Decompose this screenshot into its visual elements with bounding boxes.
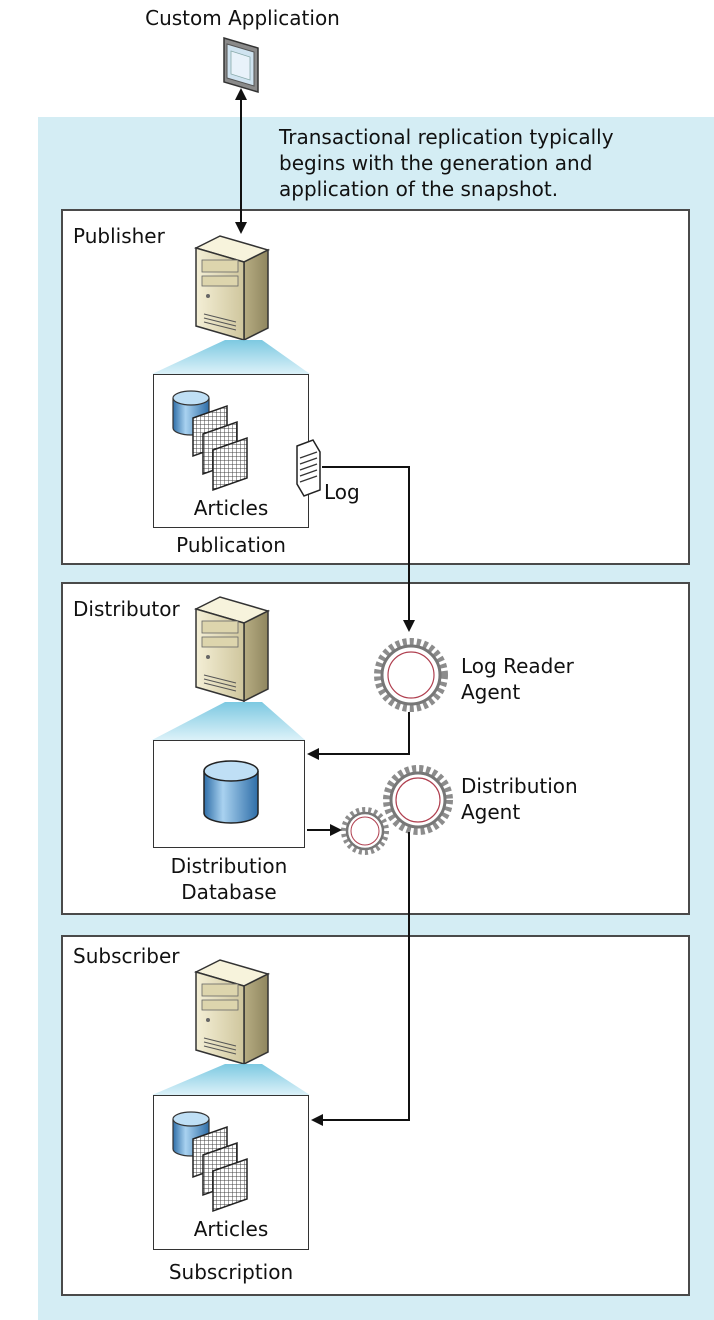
distribution-agent-line-2: Agent [461, 800, 521, 824]
log-reader-agent-line-2: Agent [461, 680, 521, 704]
publisher-server-icon [193, 235, 271, 342]
subscriber-beam [152, 1064, 310, 1095]
log-reader-agent-line-1: Log Reader [461, 654, 574, 678]
distribution-agent-line-1: Distribution [461, 774, 578, 798]
custom-application-label: Custom Application [145, 6, 340, 30]
publisher-title: Publisher [73, 224, 165, 248]
distribution-database-line-1: Distribution [170, 854, 288, 878]
monitor-icon [223, 36, 259, 94]
distribution-agent-small-gear-icon [341, 807, 389, 855]
subscriber-articles-label: Articles [193, 1217, 269, 1241]
distributor-server-icon [193, 596, 271, 703]
publisher-beam [152, 340, 310, 374]
publisher-articles-label: Articles [193, 496, 269, 520]
log-label: Log [324, 480, 360, 504]
subscription-label: Subscription [168, 1260, 294, 1284]
log-document-icon [296, 439, 321, 497]
log-reader-to-database-arrow [307, 712, 410, 760]
distribution-database-line-2: Database [181, 880, 277, 904]
log-reader-agent-gear-icon [374, 638, 448, 712]
distribution-agent-large-gear-icon [383, 765, 453, 835]
subscriber-articles-icon [172, 1111, 248, 1213]
distributor-title: Distributor [73, 597, 180, 621]
distribution-agent-to-subscription-arrow [311, 832, 410, 1126]
distribution-database-icon [203, 760, 259, 824]
publisher-articles-icon [172, 390, 248, 492]
distributor-beam [152, 702, 305, 740]
note-line-3: application of the snapshot. [279, 177, 559, 201]
subscriber-server-icon [193, 959, 271, 1066]
note-line-1: Transactional replication typically [279, 125, 614, 149]
subscriber-title: Subscriber [73, 944, 180, 968]
log-to-log-reader-arrow [322, 466, 415, 632]
publication-label: Publication [176, 533, 286, 557]
note-line-2: begins with the generation and [279, 151, 593, 175]
